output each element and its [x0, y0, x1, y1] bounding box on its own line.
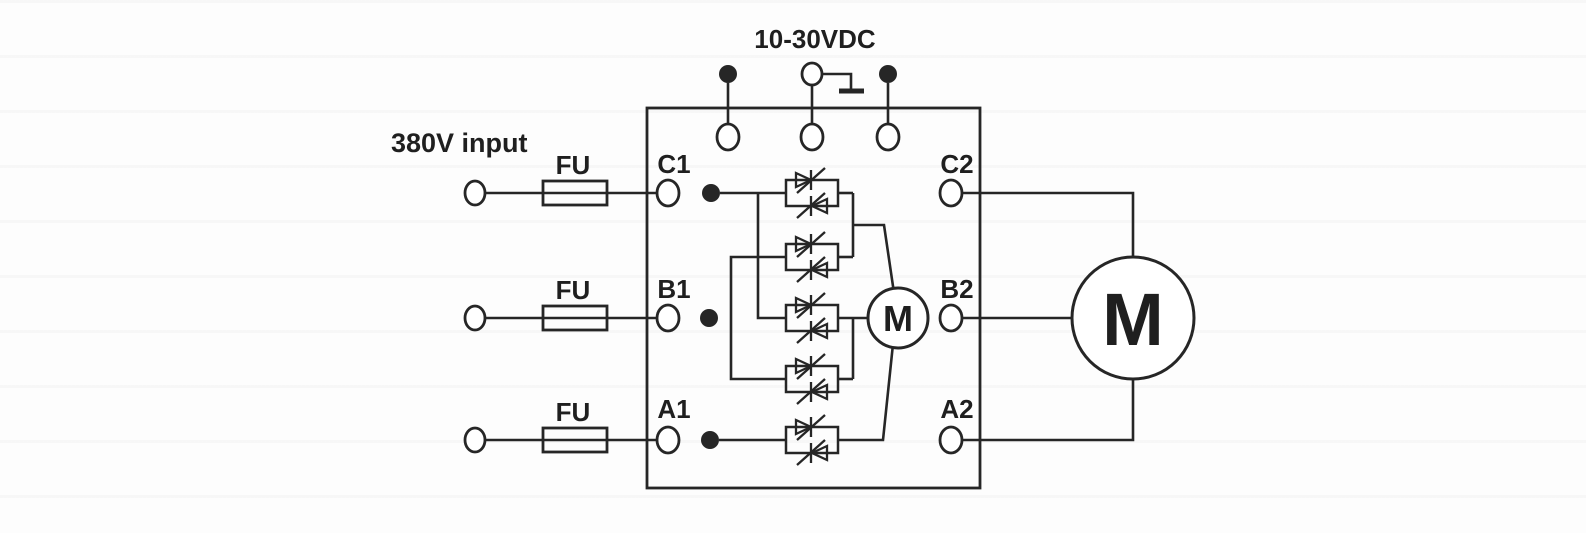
fuse-label: FU: [556, 150, 591, 180]
wire: [962, 378, 1135, 442]
wire: [838, 343, 895, 442]
input-voltage-label: 380V input: [391, 128, 528, 158]
terminal-b2-label: B2: [940, 274, 973, 304]
terminal-a1-label: A1: [657, 394, 690, 424]
thyristor-module-5: [784, 413, 840, 467]
terminal-c1-label: C1: [657, 149, 690, 179]
ground-lead: [823, 72, 853, 89]
fuse-symbol: [541, 179, 609, 207]
terminal-a2: [938, 425, 964, 455]
internal-motor-label: M: [883, 298, 913, 339]
terminal-c1: [655, 178, 681, 208]
fuse-label: FU: [556, 397, 591, 427]
terminal-c2-label: C2: [940, 149, 973, 179]
fuse-label: FU: [556, 275, 591, 305]
phase-c-output-row: C2: [938, 149, 1135, 258]
supply-terminal: [463, 179, 487, 207]
terminal-b2: [938, 303, 964, 333]
terminal-c2: [938, 178, 964, 208]
dc-terminal-circle-middle: [800, 61, 824, 87]
phase-a-output-row: A2: [938, 378, 1135, 455]
control-voltage-label: 10-30VDC: [754, 24, 876, 54]
terminal-dot: [701, 431, 719, 449]
control-terminal-group: [715, 61, 901, 152]
dc-terminal-dot-left: [719, 65, 737, 83]
ssr-enclosure-outline: [645, 106, 982, 490]
internal-motor-circle: [866, 286, 930, 350]
thyristor-module-3: [784, 291, 840, 345]
phase-a-input-row: FU A1: [463, 394, 719, 455]
thyristor-module-2: [784, 230, 840, 284]
thyristor-module-4: [784, 352, 840, 406]
internal-wiring-right: [838, 191, 896, 442]
terminal-a2-label: A2: [940, 394, 973, 424]
terminal-a1: [655, 425, 681, 455]
phase-b-input-row: FU B1: [463, 274, 718, 333]
terminal-b1-label: B1: [657, 274, 690, 304]
internal-control-terminal-middle: [799, 122, 825, 152]
external-motor-symbol: M: [1070, 255, 1196, 381]
phase-b-output-row: B2: [938, 274, 1073, 333]
wire: [853, 223, 896, 294]
fuse-symbol: [541, 426, 609, 454]
internal-control-terminal-left: [715, 122, 741, 152]
internal-motor-symbol: M: [866, 286, 930, 350]
external-motor-circle: [1070, 255, 1196, 381]
terminal-b1: [655, 303, 681, 333]
dc-terminal-dot-right: [879, 65, 897, 83]
wire: [756, 193, 786, 320]
internal-wiring-left: [719, 191, 786, 442]
supply-terminal: [463, 426, 487, 454]
fuse-symbol: [541, 304, 609, 332]
thyristor-module-1: [784, 166, 840, 220]
terminal-dot: [700, 309, 718, 327]
wire: [962, 191, 1135, 258]
supply-terminal: [463, 304, 487, 332]
terminal-dot: [702, 184, 720, 202]
wire: [729, 255, 786, 381]
external-motor-label: M: [1102, 278, 1164, 361]
internal-control-terminal-right: [875, 122, 901, 152]
phase-c-input-row: FU C1: [463, 149, 720, 208]
